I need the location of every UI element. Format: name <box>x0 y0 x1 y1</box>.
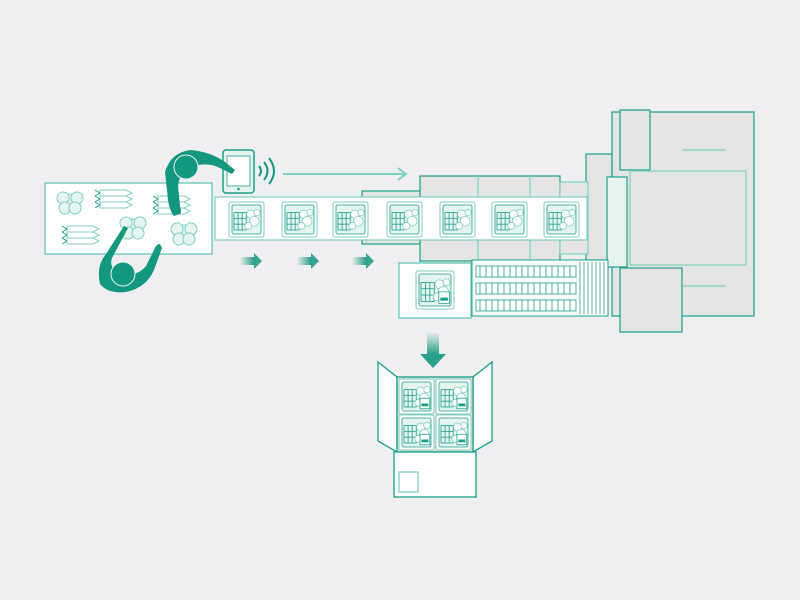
produce-tray <box>228 201 265 238</box>
shipping-box <box>377 360 493 498</box>
produce-tray <box>415 270 455 310</box>
lettuce-head <box>119 216 147 240</box>
worker-silhouette <box>98 226 162 293</box>
produce-tray <box>543 201 580 238</box>
produce-items <box>56 189 198 246</box>
produce-tray <box>398 414 435 451</box>
lettuce-head <box>56 191 84 215</box>
produce-tray <box>435 378 472 415</box>
produce-tray <box>398 378 435 415</box>
produce-tray <box>332 201 369 238</box>
arrow-right-icon <box>240 257 254 265</box>
lettuce-head <box>170 222 198 246</box>
produce-tray <box>439 201 476 238</box>
produce-tray <box>386 201 423 238</box>
packaging-machine <box>585 109 755 333</box>
arrow-right-icon <box>283 167 408 181</box>
conveyor-trays <box>228 201 580 238</box>
carrot-bunch <box>94 189 134 209</box>
wireless-signal-icon <box>258 157 275 185</box>
arrow-right-icon <box>297 257 311 265</box>
arrow-right-icon <box>352 257 366 265</box>
produce-tray <box>491 201 528 238</box>
roller-conveyor <box>471 259 609 317</box>
produce-tray <box>281 201 318 238</box>
produce-tray <box>435 414 472 451</box>
worker-silhouette <box>165 150 235 216</box>
flow-arrows <box>240 253 374 269</box>
carrot-bunch <box>61 225 101 245</box>
arrow-down-icon <box>420 332 446 368</box>
